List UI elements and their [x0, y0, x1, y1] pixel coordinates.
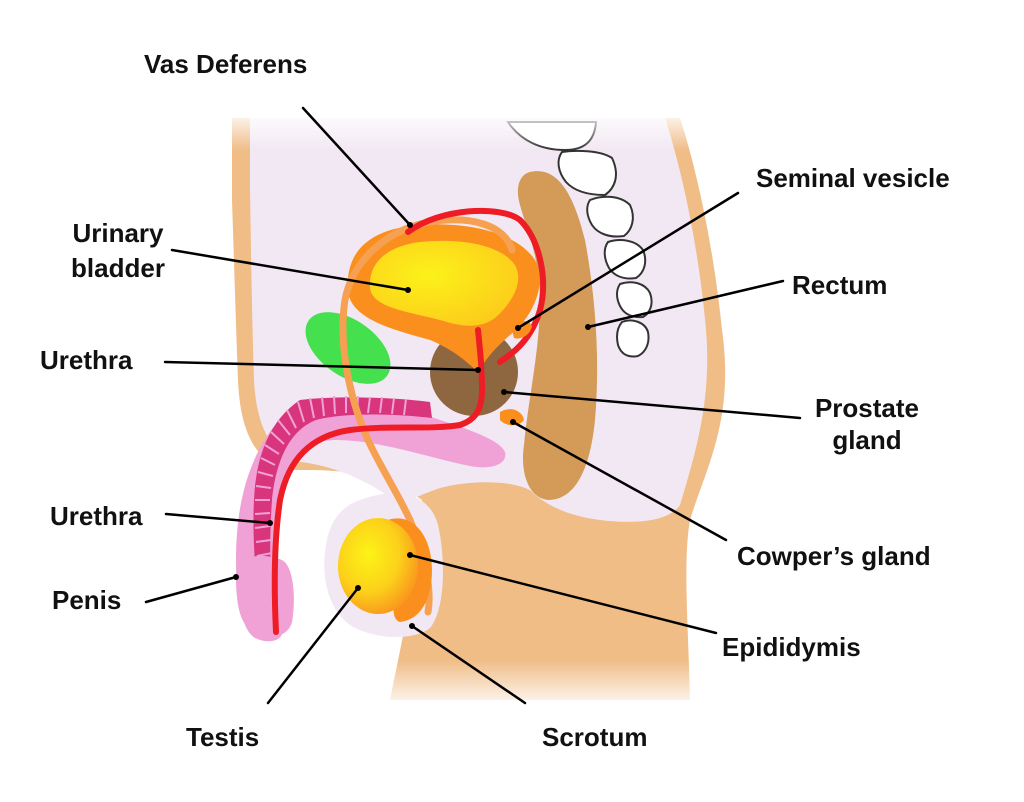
leader-penis	[144, 575, 238, 604]
label-scrotum: Scrotum	[542, 722, 648, 752]
penis-tissue	[236, 395, 506, 642]
label-vas-deferens: Vas Deferens	[144, 49, 308, 79]
label-penis: Penis	[52, 585, 122, 615]
label-urethra-upper: Urethra	[40, 345, 133, 375]
vas-deferens-tube	[339, 216, 516, 616]
label-urinary-bladder-line1: Urinary	[72, 218, 164, 248]
leader-prostate-gland	[502, 390, 802, 420]
leader-urethra-lower	[164, 512, 272, 525]
leader-urinary-bladder	[170, 248, 410, 292]
urethra-ducts	[271, 207, 547, 635]
bladder-shape	[347, 224, 540, 372]
leader-testis	[266, 586, 360, 705]
leader-rectum	[586, 279, 785, 329]
label-cowpers-gland: Cowper’s gland	[737, 541, 931, 571]
label-prostate-gland-line1: Prostate	[814, 393, 920, 423]
label-rectum: Rectum	[792, 270, 888, 300]
leader-lines	[144, 106, 802, 705]
leader-vas-deferens	[301, 106, 412, 227]
leader-urethra-upper	[163, 360, 480, 372]
leader-epididymis	[408, 553, 718, 635]
cowpers-gland-shape	[500, 409, 524, 426]
label-testis: Testis	[186, 722, 260, 752]
label-prostate-gland-line2: gland	[832, 425, 902, 455]
leader-seminal-vesicle	[516, 191, 740, 330]
leader-cowpers-gland	[511, 420, 728, 542]
leader-scrotum	[410, 624, 527, 705]
label-urinary-bladder-line2: bladder	[71, 253, 165, 283]
label-urethra-lower: Urethra	[50, 501, 143, 531]
label-seminal-vesicle: Seminal vesicle	[756, 163, 950, 193]
label-epididymis: Epididymis	[722, 632, 861, 662]
